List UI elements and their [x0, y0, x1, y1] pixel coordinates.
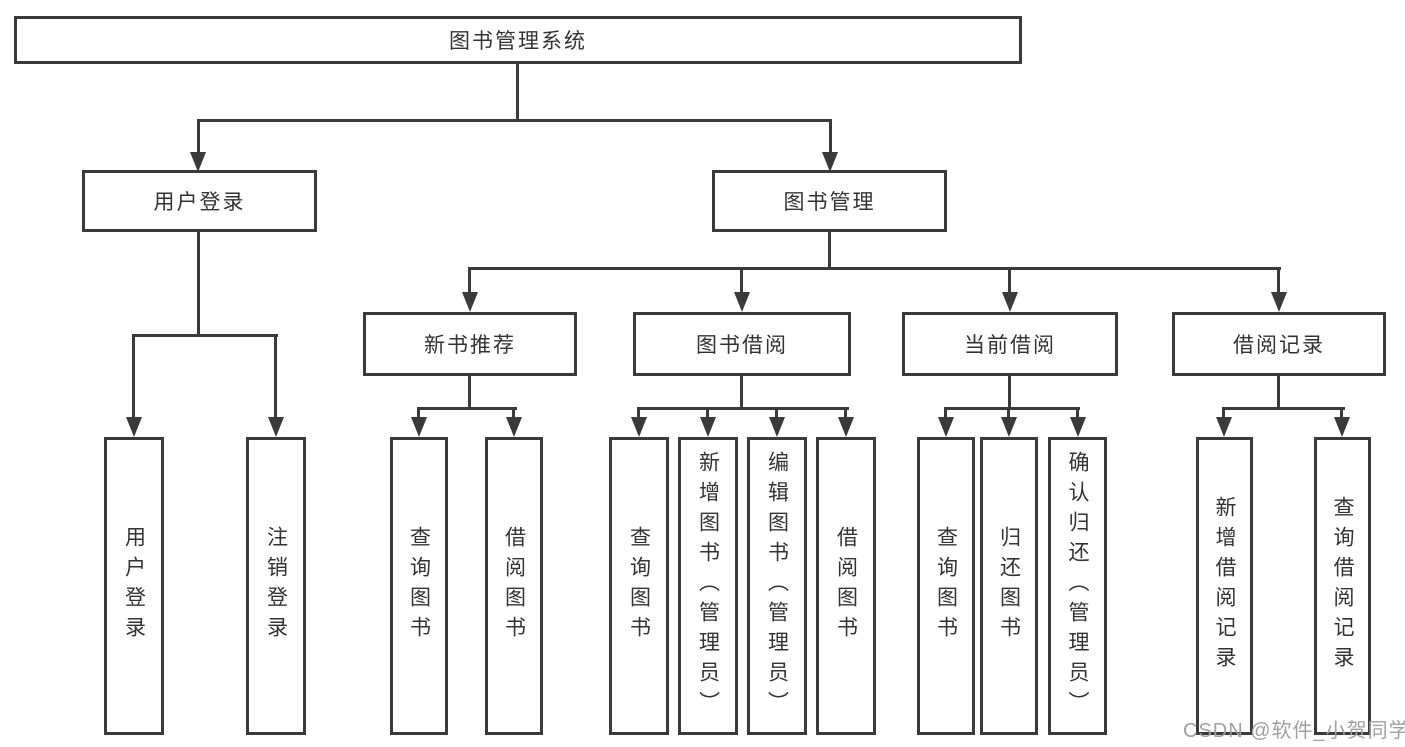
node-current-borrowing: 当前借阅	[902, 312, 1118, 376]
connector-bookmgmt-branch	[468, 267, 1281, 270]
arrowhead-down-icon	[631, 417, 647, 437]
arrowhead-down-icon	[1216, 417, 1232, 437]
arrowhead-down-icon	[700, 417, 716, 437]
connector-bookmgmt-drop-4	[1277, 267, 1280, 294]
arrowhead-down-icon	[734, 292, 750, 312]
node-book-borrowing: 图书借阅	[633, 312, 851, 376]
connector-bb-drop-2	[706, 407, 709, 419]
connector-nbr-stem	[468, 375, 471, 409]
arrowhead-down-icon	[1070, 417, 1086, 437]
leaf-cb-query-books: 查询图书	[917, 437, 975, 735]
arrowhead-down-icon	[411, 417, 427, 437]
leaf-nbr-borrow-books: 借阅图书	[485, 437, 543, 735]
leaf-br-query-record: 查询借阅记录	[1314, 437, 1371, 735]
arrowhead-down-icon	[190, 152, 206, 172]
connector-bb-drop-1	[637, 407, 640, 419]
connector-root-branch	[197, 119, 832, 122]
connector-userlogin-drop-1	[132, 334, 135, 418]
connector-cb-drop-1	[944, 407, 947, 419]
arrowhead-down-icon	[769, 417, 785, 437]
arrowhead-down-icon	[1002, 292, 1018, 312]
leaf-label: 查询图书	[934, 526, 958, 646]
node-label: 用户登录	[153, 191, 246, 214]
leaf-bb-edit-books-admin: 编辑图书（管理员）	[747, 437, 807, 735]
connector-bb-drop-3	[775, 407, 778, 419]
arrowhead-down-icon	[126, 417, 142, 437]
arrowhead-down-icon	[1271, 292, 1287, 312]
leaf-cb-return-books: 归还图书	[980, 437, 1038, 735]
connector-bb-stem	[740, 375, 743, 409]
leaf-label: 查询借阅记录	[1331, 496, 1354, 676]
connector-nbr-drop-1	[417, 407, 420, 419]
leaf-label: 确认归还（管理员）	[1066, 451, 1089, 721]
connector-nbr-branch	[417, 407, 517, 410]
node-label: 图书管理	[783, 191, 876, 214]
connector-bb-drop-4	[844, 407, 847, 419]
leaf-label: 归还图书	[997, 526, 1021, 646]
leaf-br-add-record: 新增借阅记录	[1196, 437, 1253, 735]
leaf-label: 查询图书	[627, 526, 651, 646]
connector-cb-branch	[944, 407, 1080, 410]
connector-userlogin-stem	[197, 232, 200, 336]
leaf-label: 用户登录	[122, 526, 146, 646]
leaf-label: 编辑图书（管理员）	[765, 451, 789, 721]
leaf-label: 借阅图书	[502, 526, 526, 646]
connector-bb-branch	[637, 407, 849, 410]
arrowhead-down-icon	[938, 417, 954, 437]
connector-cb-drop-3	[1076, 407, 1079, 419]
connector-cb-drop-2	[1007, 407, 1010, 419]
leaf-label: 查询图书	[407, 526, 431, 646]
arrowhead-down-icon	[1334, 417, 1350, 437]
connector-br-drop-2	[1340, 407, 1343, 419]
connector-bookmgmt-stem	[828, 232, 831, 269]
leaf-label: 新增借阅记录	[1213, 496, 1236, 676]
leaf-cb-confirm-return-admin: 确认归还（管理员）	[1048, 437, 1107, 735]
leaf-label: 借阅图书	[834, 526, 858, 646]
connector-nbr-drop-2	[512, 407, 515, 419]
node-book-management: 图书管理	[712, 170, 947, 232]
connector-br-drop-1	[1222, 407, 1225, 419]
leaf-label: 注销登录	[264, 526, 288, 646]
connector-root-drop-right	[829, 119, 832, 154]
leaf-logout: 注销登录	[246, 437, 306, 735]
leaf-nbr-query-books: 查询图书	[390, 437, 448, 735]
arrowhead-down-icon	[838, 417, 854, 437]
connector-root-drop-left	[197, 119, 200, 154]
arrowhead-down-icon	[268, 417, 284, 437]
arrowhead-down-icon	[462, 292, 478, 312]
arrowhead-down-icon	[506, 417, 522, 437]
node-new-book-recommend: 新书推荐	[363, 312, 577, 376]
connector-br-branch	[1222, 407, 1345, 410]
leaf-bb-query-books: 查询图书	[609, 437, 669, 735]
connector-userlogin-drop-2	[274, 334, 277, 418]
connector-cb-stem	[1008, 375, 1011, 409]
connector-bookmgmt-drop-2	[740, 267, 743, 294]
node-user-login: 用户登录	[82, 170, 317, 232]
connector-userlogin-branch	[132, 334, 278, 337]
leaf-label: 新增图书（管理员）	[696, 451, 720, 721]
arrowhead-down-icon	[822, 152, 838, 172]
leaf-user-login: 用户登录	[104, 437, 164, 735]
node-library-management-system: 图书管理系统	[14, 16, 1022, 64]
leaf-bb-add-books-admin: 新增图书（管理员）	[678, 437, 738, 735]
node-label: 借阅记录	[1233, 334, 1325, 357]
connector-br-stem	[1277, 375, 1280, 409]
node-label: 当前借阅	[964, 334, 1056, 357]
node-label: 图书借阅	[696, 334, 788, 357]
node-label: 图书管理系统	[449, 30, 587, 53]
node-borrowing-records: 借阅记录	[1172, 312, 1386, 376]
connector-root-stem	[516, 64, 519, 121]
connector-bookmgmt-drop-3	[1008, 267, 1011, 294]
leaf-bb-borrow-books: 借阅图书	[816, 437, 876, 735]
arrowhead-down-icon	[1001, 417, 1017, 437]
watermark-text: CSDN @软件_小贺同学	[1183, 720, 1405, 742]
node-label: 新书推荐	[424, 334, 516, 357]
connector-bookmgmt-drop-1	[468, 267, 471, 294]
